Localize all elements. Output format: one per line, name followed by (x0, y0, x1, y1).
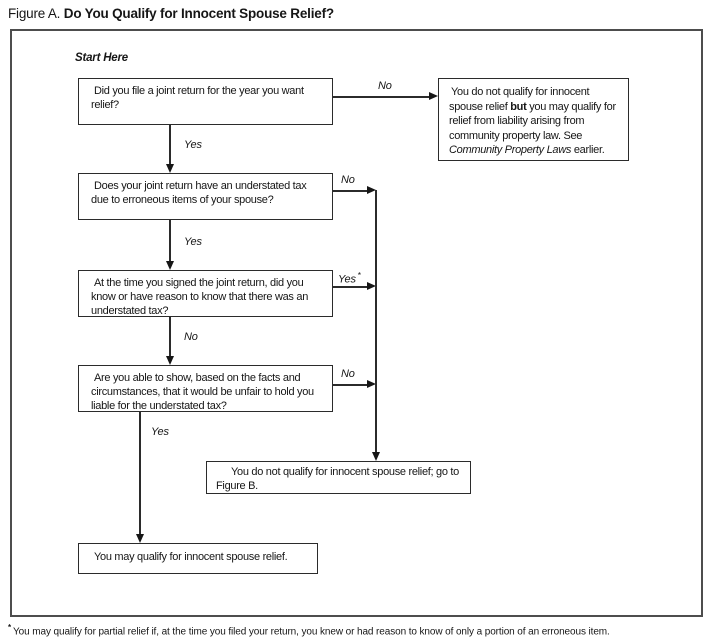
arrowhead-right-q3-yes (367, 282, 376, 290)
connector-q4-yes (139, 412, 141, 534)
figure-title: Figure A. Do You Qualify for Innocent Sp… (8, 6, 334, 21)
footnote-asterisk: * (8, 623, 12, 632)
edge-label-q3-yes-asterisk: * (357, 270, 361, 280)
box-may-qualify: You may qualify for innocent spouse reli… (78, 543, 318, 574)
edge-label-q2-no: No (341, 174, 355, 186)
edge-label-q4-yes: Yes (151, 426, 169, 438)
box-community-property-relief: You do not qualify for innocent spouse r… (438, 78, 629, 161)
connector-q1-no (332, 96, 429, 98)
community-text-bold: but (510, 100, 527, 113)
connector-q2-no (333, 190, 367, 192)
footnote: *You may qualify for partial relief if, … (8, 623, 610, 637)
box-not-qualify-figure-b: You do not qualify for innocent spouse r… (206, 461, 471, 494)
community-text-italic: Community Property Laws (449, 144, 572, 157)
connector-q3-yes (333, 286, 367, 288)
edge-label-q3-no: No (184, 331, 198, 343)
edge-label-q3-yes: Yes* (338, 270, 361, 286)
edge-label-q2-yes: Yes (184, 236, 202, 248)
arrowhead-down-collector (371, 452, 380, 461)
edge-label-q4-no: No (341, 368, 355, 380)
connector-q3-no (169, 317, 171, 356)
figure-title-prefix: Figure A. (8, 6, 64, 21)
arrowhead-down-q3-no (165, 356, 174, 365)
connector-q1-yes (169, 125, 171, 164)
question-box-joint-return: Did you file a joint return for the year… (78, 78, 333, 125)
arrowhead-down-q2-yes (165, 261, 174, 270)
arrowhead-down-q4-yes (135, 534, 144, 543)
community-text-part1: You do not qualify for innocent spouse r… (449, 86, 590, 113)
arrowhead-down-q1-yes (165, 164, 174, 173)
edge-label-q3-yes-text: Yes (338, 273, 356, 286)
footnote-text: You may qualify for partial relief if, a… (13, 626, 610, 638)
community-text-part3: earlier. (571, 144, 605, 157)
question-box-unfair-to-hold: Are you able to show, based on the facts… (78, 365, 333, 412)
connector-q4-no (333, 384, 367, 386)
question-box-understated-tax: Does your joint return have an understat… (78, 173, 333, 220)
connector-q2-yes (169, 220, 171, 261)
arrowhead-right-q1-no (429, 92, 438, 100)
question-box-reason-to-know: At the time you signed the joint return,… (78, 270, 333, 317)
connector-collector-line (375, 190, 377, 452)
edge-label-q1-yes: Yes (184, 139, 202, 151)
arrowhead-right-q2-no (367, 186, 376, 194)
community-text-part2: you may qualify for relief from liabilit… (449, 100, 616, 142)
arrowhead-right-q4-no (367, 380, 376, 388)
figure-title-main: Do You Qualify for Innocent Spouse Relie… (63, 6, 334, 21)
start-here-label: Start Here (75, 52, 128, 64)
edge-label-q1-no: No (378, 80, 392, 92)
